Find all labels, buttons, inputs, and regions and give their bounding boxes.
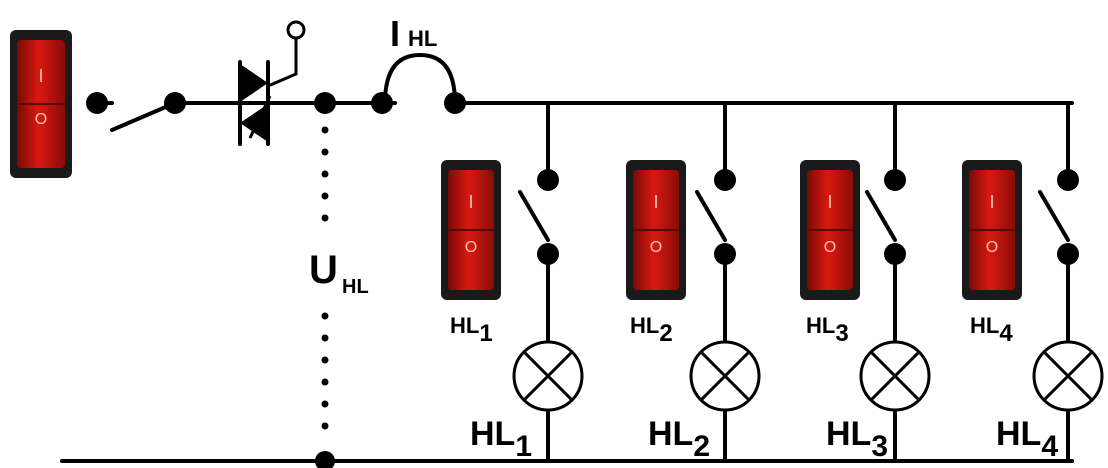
triac-symbol: [238, 20, 306, 146]
switch-contact: [714, 243, 736, 265]
rocker-label: HL4: [970, 313, 1013, 347]
lamp-label: HL1: [470, 415, 532, 463]
switch-contact: [714, 169, 736, 191]
voltage-label: U: [309, 248, 338, 292]
branch-switch-blade: [865, 190, 897, 242]
main-rocker-switch[interactable]: I O: [10, 30, 72, 178]
branch-rocker-switch[interactable]: IO: [626, 160, 686, 300]
rocker-on-symbol: I: [38, 66, 43, 86]
main-switch-blade: [110, 101, 177, 132]
junction-node: [314, 92, 336, 114]
rocker-off-symbol: O: [465, 239, 477, 256]
branch-switch-blade: [1038, 190, 1070, 242]
junction-node: [315, 451, 335, 468]
lamp-cross: [869, 350, 921, 402]
lamp-label: HL2: [648, 415, 710, 463]
current-label: I: [390, 13, 400, 54]
switch-contact: [884, 169, 906, 191]
lamp-cross: [699, 350, 751, 402]
rocker-off-symbol: O: [650, 239, 662, 256]
junction-node: [164, 92, 186, 114]
switch-contact: [1057, 243, 1079, 265]
rocker-label: HL3: [806, 313, 849, 347]
branch-rocker-switch[interactable]: IO: [962, 160, 1022, 300]
voltage-label-subscript: HL: [342, 276, 369, 298]
current-label-subscript: HL: [408, 26, 437, 51]
rocker-label: HL2: [630, 313, 673, 347]
junction-node: [444, 92, 466, 114]
rocker-on-symbol: I: [989, 192, 994, 212]
lamp-cross: [522, 350, 574, 402]
branch-switch-blade: [695, 190, 727, 242]
rocker-on-symbol: I: [653, 192, 658, 212]
lamp-cross: [1042, 350, 1094, 402]
switch-contact: [537, 243, 559, 265]
switch-contact: [884, 243, 906, 265]
branch-switch-blade: [518, 190, 550, 242]
rocker-off-symbol: O: [35, 111, 47, 128]
lamp-label: HL4: [996, 415, 1058, 463]
rocker-off-symbol: O: [986, 239, 998, 256]
rocker-off-symbol: O: [824, 239, 836, 256]
junction-node: [371, 92, 393, 114]
switch-contact: [537, 169, 559, 191]
rocker-label: HL1: [450, 313, 493, 347]
junction-node: [86, 92, 108, 114]
lamp-label: HL3: [826, 415, 888, 463]
rocker-on-symbol: I: [468, 192, 473, 212]
voltage-measurement-dots: [321, 126, 329, 430]
switch-contact: [1057, 169, 1079, 191]
branch-rocker-switch[interactable]: IO: [441, 160, 501, 300]
triac-gate-terminal: [286, 20, 306, 40]
fuse-symbol: [383, 52, 457, 105]
branch-rocker-switch[interactable]: IO: [800, 160, 860, 300]
rocker-on-symbol: I: [827, 192, 832, 212]
